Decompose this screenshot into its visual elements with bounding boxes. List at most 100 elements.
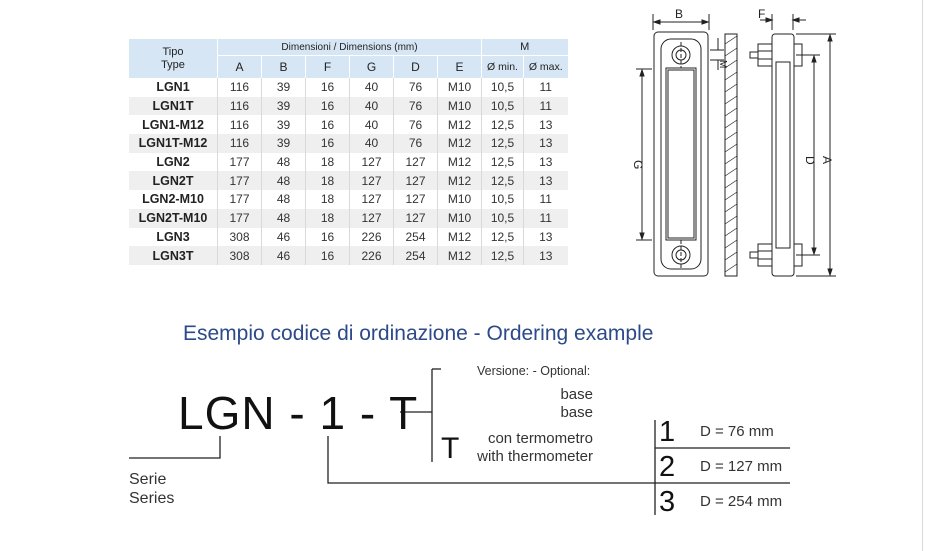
label-g: G (631, 160, 645, 169)
cell-type: LGN2T (129, 171, 218, 191)
cell-value: 39 (261, 134, 306, 153)
label-m: M (717, 60, 728, 68)
version-thermo-it: con termometro (487, 430, 593, 447)
label-a: A (820, 156, 834, 164)
cell-value: 76 (393, 134, 438, 153)
cell-value: 11 (523, 190, 568, 209)
serie-en: Series (129, 490, 175, 507)
cell-value: 12,5 (481, 227, 524, 247)
cell-value: 127 (349, 190, 394, 209)
cell-value: 46 (261, 246, 306, 265)
header-m-max: Ø max. (523, 55, 568, 78)
size-number-3: 3 (659, 486, 676, 518)
cell-value: 177 (217, 190, 262, 209)
cell-value: 16 (305, 246, 350, 265)
header-m: M (481, 39, 568, 56)
cell-value: M12 (437, 115, 482, 135)
cell-value: 48 (261, 190, 306, 209)
cell-value: 254 (393, 246, 438, 265)
cell-value: 48 (261, 152, 306, 172)
cell-value: 18 (305, 208, 350, 228)
size-d-1: D = 76 mm (700, 423, 774, 440)
cell-value: 40 (349, 115, 394, 135)
cell-value: 40 (349, 96, 394, 116)
header-col-a: A (217, 55, 262, 78)
cell-value: 127 (393, 190, 438, 209)
header-col-e: E (437, 55, 482, 78)
cell-value: 11 (523, 78, 568, 97)
cell-value: 46 (261, 227, 306, 247)
cell-value: 10,5 (481, 78, 524, 97)
cell-value: 76 (393, 96, 438, 116)
cell-value: M12 (437, 246, 482, 265)
cell-type: LGN1 (156, 80, 190, 95)
cell-value: 13 (523, 227, 568, 247)
cell-value: 116 (217, 78, 262, 97)
cell-value: 13 (523, 171, 568, 191)
cell-value: 39 (261, 78, 306, 97)
cell-value: 13 (523, 115, 568, 135)
dimensions-table: Tipo Type Dimensioni / Dimensions (mm) M… (129, 39, 568, 265)
cell-type: LGN3T (129, 246, 218, 265)
version-base-it: base (560, 386, 593, 403)
cell-type: LGN2T-M10 (129, 208, 218, 228)
cell-type: LGN1T-M12 (129, 134, 218, 153)
ordering-title: Esempio codice di ordinazione - Ordering… (183, 322, 654, 345)
label-d: D (803, 156, 817, 165)
cell-type: LGN2-M10 (142, 192, 204, 207)
cell-value: 16 (305, 134, 350, 153)
cell-value: M12 (437, 227, 482, 247)
cell-value: 18 (305, 190, 350, 209)
cell-value: 16 (305, 78, 350, 97)
cell-value: 10,5 (481, 208, 524, 228)
cell-value: 16 (305, 115, 350, 135)
header-col-f: F (305, 55, 350, 78)
cell-value: 48 (261, 171, 306, 191)
cell-value: 177 (217, 208, 262, 228)
cell-value: 10,5 (481, 96, 524, 116)
cell-value: 226 (349, 246, 394, 265)
cell-value: 177 (217, 152, 262, 172)
cell-value: 16 (305, 227, 350, 247)
cell-type: LGN1T (129, 96, 218, 116)
cell-value: 308 (217, 246, 262, 265)
ordering-code: LGN - 1 - T (178, 387, 419, 439)
cell-value: 127 (349, 152, 394, 172)
cell-value: 11 (523, 208, 568, 228)
cell-value: 16 (305, 96, 350, 116)
cell-value: 177 (217, 171, 262, 191)
cell-value: 12,5 (481, 115, 524, 135)
cell-type: LGN2 (156, 155, 190, 170)
cell-value: 127 (393, 171, 438, 191)
label-b: B (675, 7, 683, 21)
cell-value: 127 (349, 171, 394, 191)
cell-value: M10 (437, 78, 482, 97)
cell-value: 127 (349, 208, 394, 228)
versions-header: Versione: - Optional: (477, 364, 591, 378)
header-col-g: G (349, 55, 394, 78)
cell-value: 40 (349, 78, 394, 97)
cell-value: 13 (523, 134, 568, 153)
serie-it: Serie (129, 471, 167, 488)
cell-value: 127 (393, 152, 438, 172)
cell-value: 12,5 (481, 246, 524, 265)
header-tipo-it: Tipo (162, 45, 184, 58)
cell-type: LGN1-M12 (142, 117, 204, 132)
cell-type: LGN3 (156, 229, 190, 244)
header-col-d: D (393, 55, 438, 78)
cell-value: 13 (523, 152, 568, 172)
cell-value: 116 (217, 115, 262, 135)
cell-value: 18 (305, 152, 350, 172)
size-number-2: 2 (659, 451, 676, 483)
cell-value: M10 (437, 190, 482, 209)
